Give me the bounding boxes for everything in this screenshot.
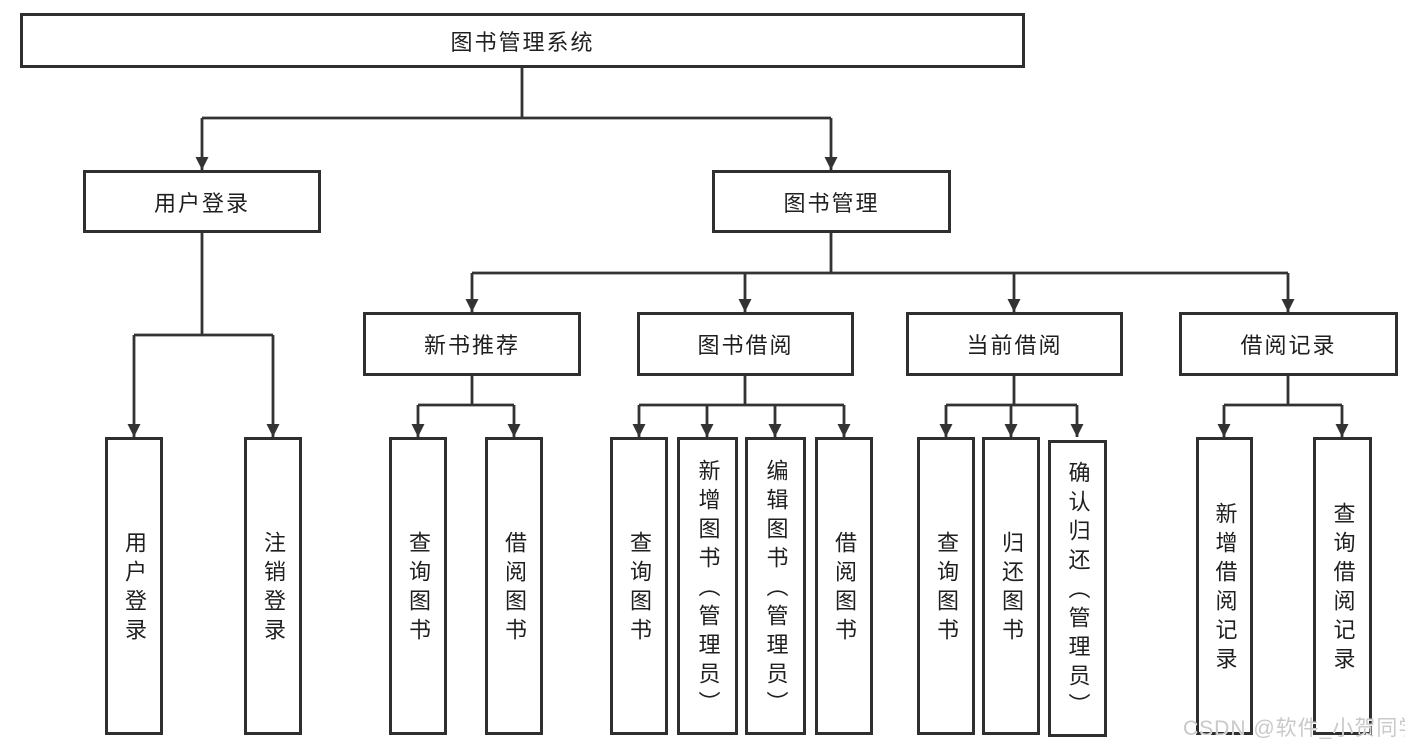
leaf-edit-book-admin: 编辑图书（管理员） bbox=[745, 437, 806, 735]
leaf-return-books: 归还图书 bbox=[982, 437, 1040, 735]
node-book-management: 图书管理 bbox=[712, 170, 951, 233]
leaf-query-books-current: 查询图书 bbox=[917, 437, 975, 735]
node-root-system: 图书管理系统 bbox=[20, 13, 1025, 68]
leaf-query-books-recommend: 查询图书 bbox=[389, 437, 447, 735]
node-borrowing-records: 借阅记录 bbox=[1179, 312, 1398, 376]
leaf-query-books-borrowing: 查询图书 bbox=[610, 437, 668, 735]
leaf-borrow-books-borrowing: 借阅图书 bbox=[815, 437, 873, 735]
node-current-borrowing: 当前借阅 bbox=[906, 312, 1123, 376]
node-user-login: 用户登录 bbox=[83, 170, 321, 233]
leaf-logout: 注销登录 bbox=[244, 437, 302, 735]
node-book-borrowing: 图书借阅 bbox=[637, 312, 854, 376]
leaf-confirm-return-admin: 确认归还（管理员） bbox=[1048, 440, 1107, 737]
leaf-add-borrow-record: 新增借阅记录 bbox=[1196, 437, 1253, 735]
leaf-borrow-books-recommend: 借阅图书 bbox=[485, 437, 543, 735]
leaf-user-login: 用户登录 bbox=[105, 437, 163, 735]
csdn-watermark: CSDN @软件_小贺同学 bbox=[1183, 717, 1405, 740]
node-new-book-recommendation: 新书推荐 bbox=[363, 312, 581, 376]
leaf-add-book-admin: 新增图书（管理员） bbox=[677, 437, 738, 735]
leaf-query-borrow-record: 查询借阅记录 bbox=[1313, 437, 1372, 735]
